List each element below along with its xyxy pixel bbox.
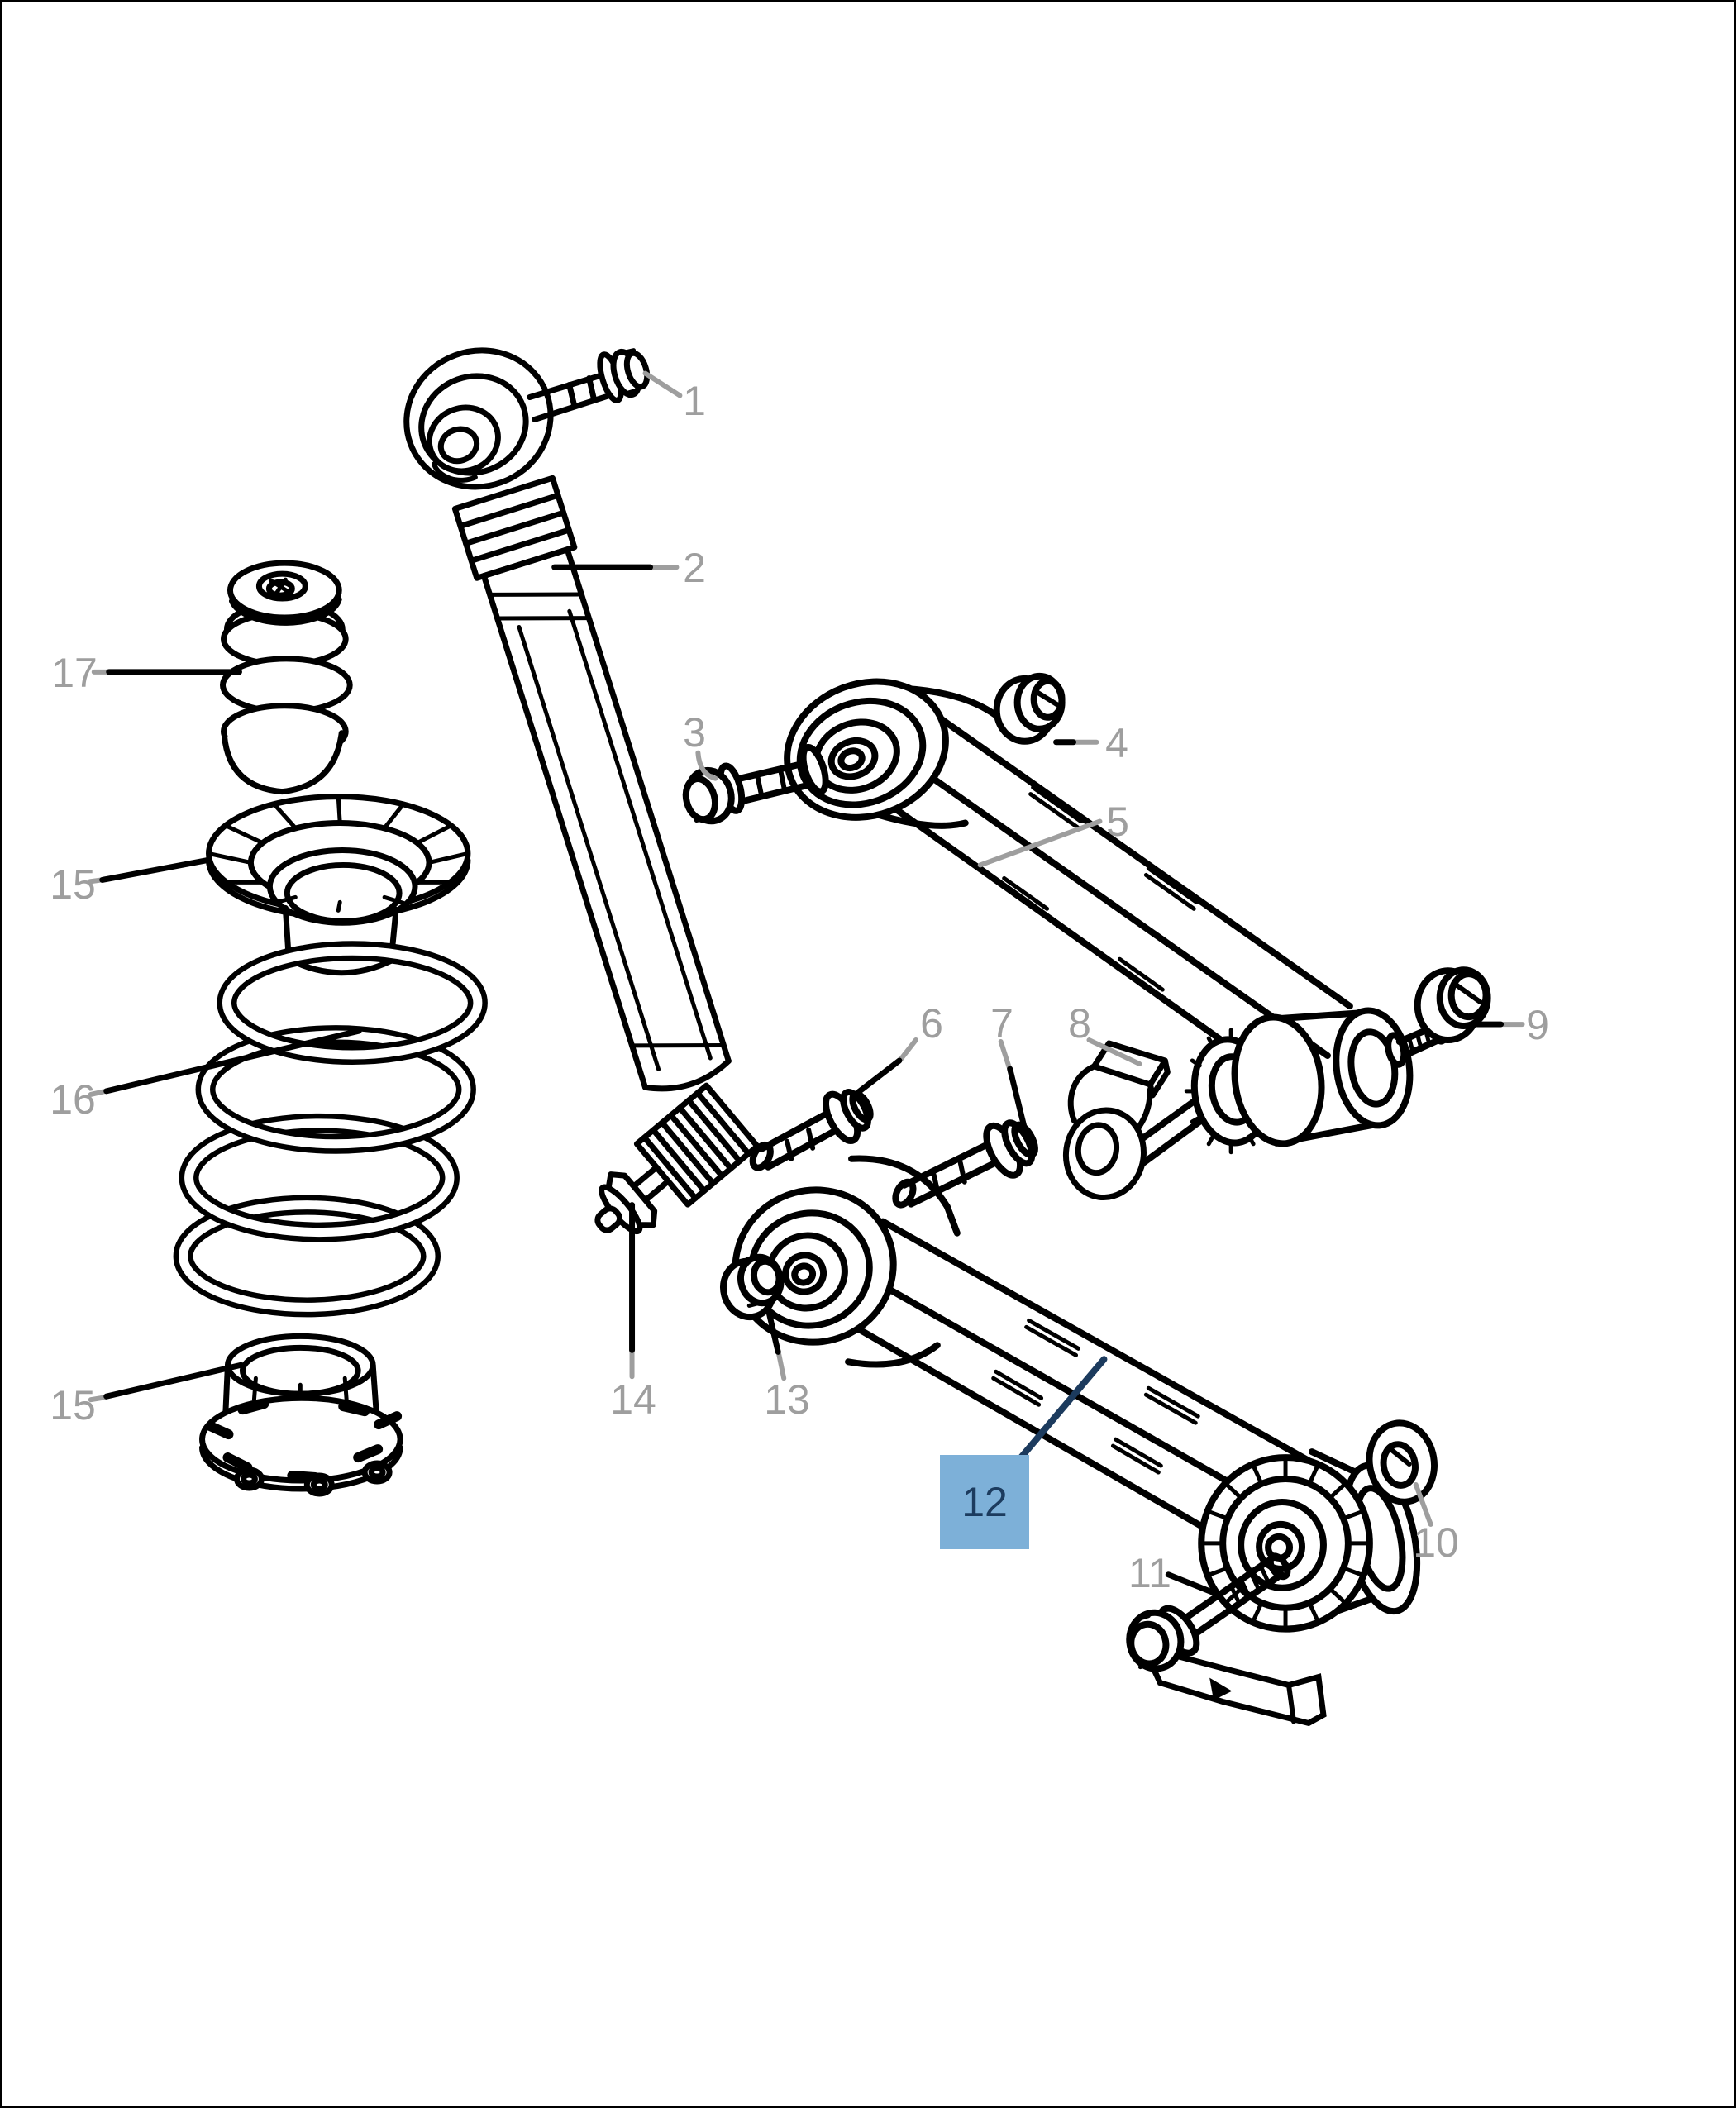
coil-spring-drawing (173, 941, 488, 1318)
callout-3: 3 (683, 709, 706, 756)
lower-control-arm-drawing (720, 1089, 1438, 1727)
callout-13: 13 (764, 1376, 810, 1423)
callout-11: 11 (1128, 1550, 1171, 1596)
callout-4: 4 (1105, 720, 1128, 766)
callout-7: 7 (990, 1000, 1013, 1047)
callout-8: 8 (1068, 1000, 1091, 1047)
callout-17: 17 (51, 650, 98, 696)
lower-spring-seat-drawing (199, 1333, 403, 1497)
callout-9: 9 (1526, 1002, 1549, 1048)
callout-5: 5 (1106, 799, 1129, 845)
jounce-bumper-drawing (219, 560, 353, 795)
callout-2: 2 (683, 545, 706, 591)
shock-absorber-drawing (403, 347, 761, 1235)
callout-12-highlighted: 12 (940, 1455, 1029, 1549)
upper-spring-isolator-drawing (206, 794, 471, 976)
callout-leader-lines (87, 370, 1525, 1596)
callout-1: 1 (683, 378, 706, 424)
callout-15-lower: 15 (50, 1382, 96, 1428)
callout-6: 6 (920, 1000, 943, 1047)
callout-15-upper: 15 (50, 861, 96, 908)
upper-control-arm-drawing (682, 672, 1491, 1177)
callout-10: 10 (1413, 1519, 1459, 1566)
callout-14: 14 (610, 1376, 656, 1423)
callout-16: 16 (50, 1076, 96, 1123)
link-bracket-drawing (1062, 1040, 1171, 1201)
